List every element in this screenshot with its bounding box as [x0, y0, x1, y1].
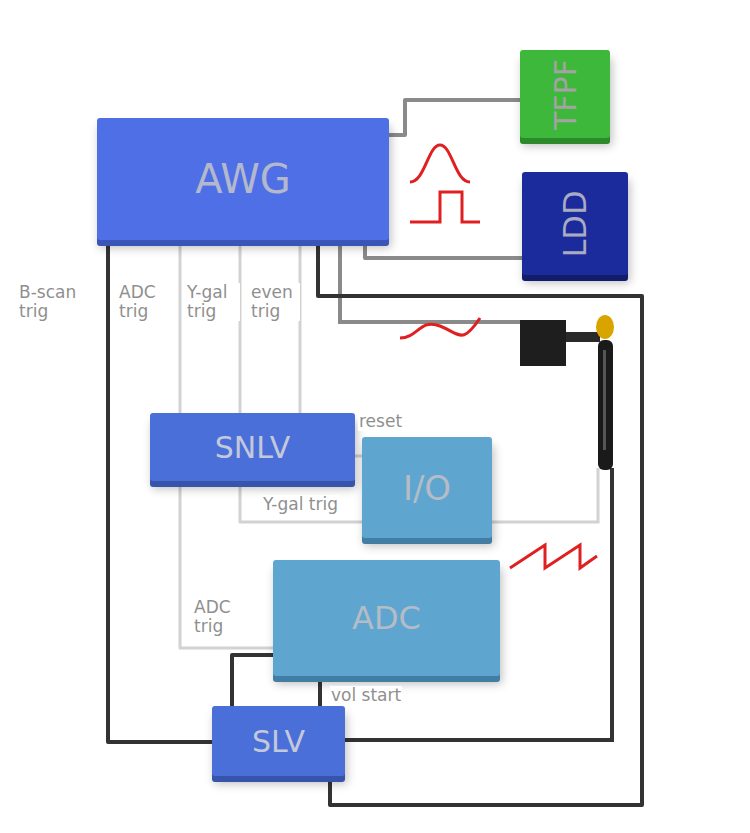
- signal-label: B-scan trig: [18, 283, 90, 321]
- node-label: TFPF: [548, 59, 583, 130]
- scanner-wire: [340, 246, 522, 322]
- signal-label: Y-gal trig: [186, 283, 240, 321]
- signal-wire: [232, 655, 273, 706]
- signal-wire: [318, 682, 322, 706]
- signal-wire: [179, 246, 182, 413]
- node-label: AWG: [195, 156, 291, 202]
- signal-wire: [299, 246, 302, 413]
- signal-wire: [240, 487, 362, 522]
- signal-label: vol start: [330, 686, 402, 705]
- awg-box: AWG: [97, 118, 389, 240]
- filter-box: TFPF: [520, 50, 610, 138]
- signal-wire: [365, 246, 522, 258]
- node-label: LDD: [556, 190, 594, 257]
- signal-label: ADC trig: [118, 283, 178, 321]
- sine-wave: [410, 145, 470, 182]
- node-label: ADC: [352, 599, 421, 637]
- slave-box: SLV: [212, 706, 345, 776]
- scanner-block: [520, 320, 566, 366]
- signal-label: Y-gal trig: [262, 495, 339, 514]
- sine-wave: [400, 318, 480, 338]
- signal-wire: [355, 455, 362, 458]
- galvo-mirror: [596, 315, 614, 339]
- galvo-wire: [492, 468, 598, 522]
- signal-wire: [180, 487, 273, 648]
- signal-label: even trig: [250, 283, 300, 321]
- signal-wire: [389, 100, 520, 135]
- node-label: SNLV: [215, 430, 290, 465]
- adc-box: ADC: [273, 560, 500, 676]
- signal-label: ADC trig: [193, 598, 249, 636]
- driver-box: LDD: [522, 172, 628, 275]
- scanner-arm: [566, 332, 600, 342]
- io-box: I/O: [362, 437, 492, 538]
- node-label: I/O: [403, 468, 451, 508]
- signal-wire: [239, 246, 242, 413]
- signal-label: reset: [358, 412, 403, 431]
- sawtooth-wave: [510, 545, 597, 568]
- probe-tube: [598, 340, 613, 470]
- node-label: SLV: [252, 724, 305, 759]
- trigger-box: SNLV: [150, 413, 355, 481]
- signal-wire: [318, 246, 642, 805]
- probe-highlight: [603, 350, 606, 450]
- pulse-wave: [410, 192, 480, 222]
